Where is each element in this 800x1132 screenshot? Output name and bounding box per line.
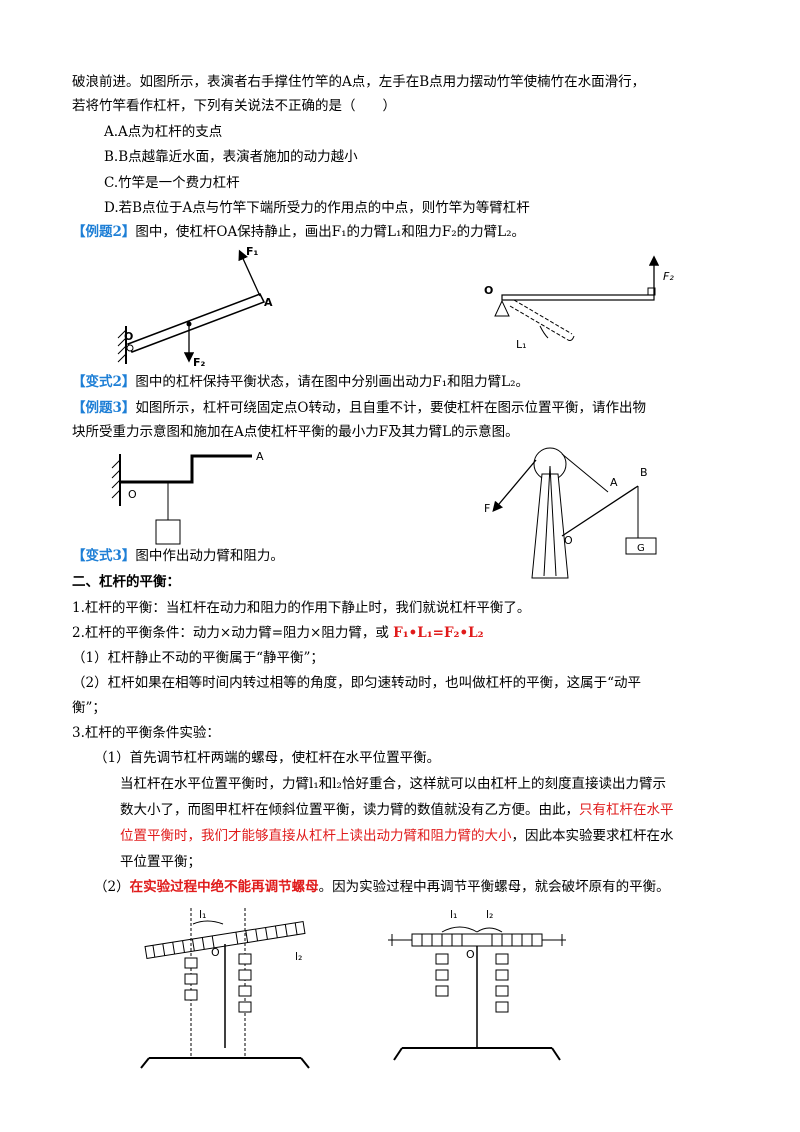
label-o: O xyxy=(124,330,133,343)
point-2-2-line-2: 衡”； xyxy=(72,700,106,716)
pivot-o xyxy=(126,344,134,352)
point-3-2-text: 。因为实验过程中再调节平衡螺母，就会破坏原有的平衡。 xyxy=(318,879,670,895)
label-f2: F₂ xyxy=(663,270,674,283)
lever-ob xyxy=(561,485,639,537)
point-2: 2.杠杆的平衡条件：动力×动力臂=阻力×阻力臂，或 F₁•L₁=F₂•L₂ xyxy=(72,623,483,643)
weights-right xyxy=(495,953,509,1013)
figure-variation-2: O F₂ L₁ xyxy=(484,255,674,351)
example-2-tag: 【例题2】 xyxy=(72,224,136,240)
figure-horizontal-lever: l₁ l₂ O xyxy=(388,908,566,1061)
figure-variation-3: B A F O G xyxy=(484,447,657,579)
label-f2: F₂ xyxy=(193,356,206,369)
point-3-2-prefix: （2） xyxy=(94,879,130,895)
label-l1: l₁ xyxy=(199,908,206,921)
label-a: A xyxy=(256,450,264,463)
point-3-1-para-3: 位置平衡时，我们才能够直接从杠杆上读出动力臂和阻力臂的大小，因此本实验要求杠杆在… xyxy=(120,826,674,846)
figure-example-3: A O xyxy=(111,450,264,545)
label-f1: F₁ xyxy=(246,245,259,258)
point-2-2-line-1: （2）杠杆如果在相等时间内转过相等的角度，即匀速转动时，也叫做杠杆的平衡，这属于… xyxy=(72,675,641,691)
label-a: A xyxy=(610,476,618,489)
label-l1: l₁ xyxy=(450,908,457,921)
weight-g xyxy=(625,537,657,555)
option-a: A.A点为杠杆的支点 xyxy=(104,124,223,140)
point-2-1: （1）杠杆静止不动的平衡属于“静平衡”； xyxy=(72,650,324,666)
variation-2: 【变式2】图中的杠杆保持平衡状态，请在图中分别画出动力F₁和阻力臂L₂。 xyxy=(72,372,529,392)
example-2-text: 图中，使杠杆OA保持静止，画出F₁的力臂L₁和阻力F₂的力臂L₂。 xyxy=(135,224,526,240)
wall xyxy=(117,326,127,364)
label-o: O xyxy=(466,948,475,961)
point-3-1-para-2-text: 数大小了，而图甲杠杆在倾斜位置平衡，读力臂的数值就没有乙方便。由此， xyxy=(120,802,579,818)
label-o: O xyxy=(564,534,573,547)
point-3-1-para-1: 当杠杆在水平位置平衡时，力臂l₁和l₂恰好重合，这样就可以由杠杆上的刻度直接读出… xyxy=(120,776,666,792)
label-g: G xyxy=(637,543,645,554)
section-2-title: 二、杠杆的平衡： xyxy=(72,574,180,590)
lever-bar xyxy=(501,294,655,301)
point-3-1-para-2: 数大小了，而图甲杠杆在倾斜位置平衡，读力臂的数值就没有乙方便。由此，只有杠杆在水… xyxy=(120,800,674,820)
variation-2-tag: 【变式2】 xyxy=(72,374,136,390)
weights-left xyxy=(435,953,449,997)
example-3-line-1: 【例题3】如图所示，杠杆可绕固定点O转动，且自重不计，要使杠杆在图示位置平衡，请… xyxy=(72,398,646,418)
point-3-1: （1）首先调节杠杆两端的螺母，使杠杆在水平位置平衡。 xyxy=(94,750,441,766)
example-3-text-1: 如图所示，杠杆可绕固定点O转动，且自重不计，要使杠杆在图示位置平衡，请作出物 xyxy=(135,400,646,416)
wall xyxy=(111,454,121,506)
point-3-2-red: 在实验过程中绝不能再调节螺母 xyxy=(129,879,319,895)
variation-3: 【变式3】图中作出动力臂和阻力。 xyxy=(72,546,284,566)
stand xyxy=(531,473,569,579)
fulcrum xyxy=(494,299,510,317)
right-angle-mark xyxy=(647,287,656,296)
force-f1-arrow xyxy=(238,249,261,297)
label-o: O xyxy=(484,284,493,297)
point-1: 1.杠杆的平衡：当杠杆在动力和阻力的作用下静止时，我们就说杠杆平衡了。 xyxy=(72,600,531,616)
label-f: F xyxy=(484,502,490,515)
label-b: B xyxy=(640,466,648,479)
variation-3-tag: 【变式3】 xyxy=(72,548,136,564)
point-2-text: 2.杠杆的平衡条件：动力×动力臂=阻力×阻力臂，或 xyxy=(72,625,394,641)
weights-left xyxy=(184,957,198,1001)
rope-to-a xyxy=(561,453,609,493)
l1-brace xyxy=(509,299,575,341)
force-f-arrow xyxy=(492,459,537,512)
label-a: A xyxy=(264,296,273,309)
tilted-lever-bar xyxy=(144,920,306,960)
lever-oa xyxy=(126,293,266,353)
label-o: O xyxy=(211,946,220,959)
label-l1: L₁ xyxy=(516,338,527,351)
formula: F₁•L₁=F₂•L₂ xyxy=(393,625,484,641)
point-3-1-para-2-red: 只有杠杆在水平 xyxy=(579,802,674,818)
point-3-1-para-4: 平位置平衡； xyxy=(120,854,201,870)
variation-2-text: 图中的杠杆保持平衡状态，请在图中分别画出动力F₁和阻力臂L₂。 xyxy=(135,374,530,390)
variation-3-text: 图中作出动力臂和阻力。 xyxy=(135,548,284,564)
block xyxy=(155,519,181,545)
intro-line-1: 破浪前进。如图所示，表演者右手撑住竹竿的A点，左手在B点用力摆动竹竿使楠竹在水面… xyxy=(72,74,646,90)
option-c: C.竹竿是一个费力杠杆 xyxy=(104,175,240,191)
point-3-1-para-3-red: 位置平衡时，我们才能够直接从杠杆上读出动力臂和阻力臂的大小 xyxy=(120,828,512,844)
label-l2: l₂ xyxy=(295,950,302,963)
label-l2: l₂ xyxy=(486,908,493,921)
stepped-lever xyxy=(120,454,252,484)
point-3-2: （2）在实验过程中绝不能再调节螺母。因为实验过程中再调节平衡螺母，就会破坏原有的… xyxy=(94,877,670,897)
option-d: D.若B点位于A点与竹竿下端所受力的作用点的中点，则竹竿为等臂杠杆 xyxy=(104,200,530,216)
label-o: O xyxy=(128,488,137,501)
figure-example-2: F₁ A O F₂ xyxy=(117,245,273,369)
example-2: 【例题2】图中，使杠杆OA保持静止，画出F₁的力臂L₁和阻力F₂的力臂L₂。 xyxy=(72,222,525,242)
intro-line-2: 若将竹竿看作杠杆，下列有关说法不正确的是（ ） xyxy=(72,98,396,114)
point-3-1-para-3-text: ，因此本实验要求杠杆在水 xyxy=(511,828,674,844)
example-3-tag: 【例题3】 xyxy=(72,400,136,416)
option-b: B.B点越靠近水面，表演者施加的动力越小 xyxy=(104,149,358,165)
example-3-line-2: 块所受重力示意图和施加在A点使杠杆平衡的最小力F及其力臂L的示意图。 xyxy=(72,424,519,440)
weights-right xyxy=(238,953,252,1013)
point-3: 3.杠杆的平衡条件实验： xyxy=(72,725,220,741)
figure-tilted-lever: l₁ l₂ O xyxy=(140,908,310,1069)
